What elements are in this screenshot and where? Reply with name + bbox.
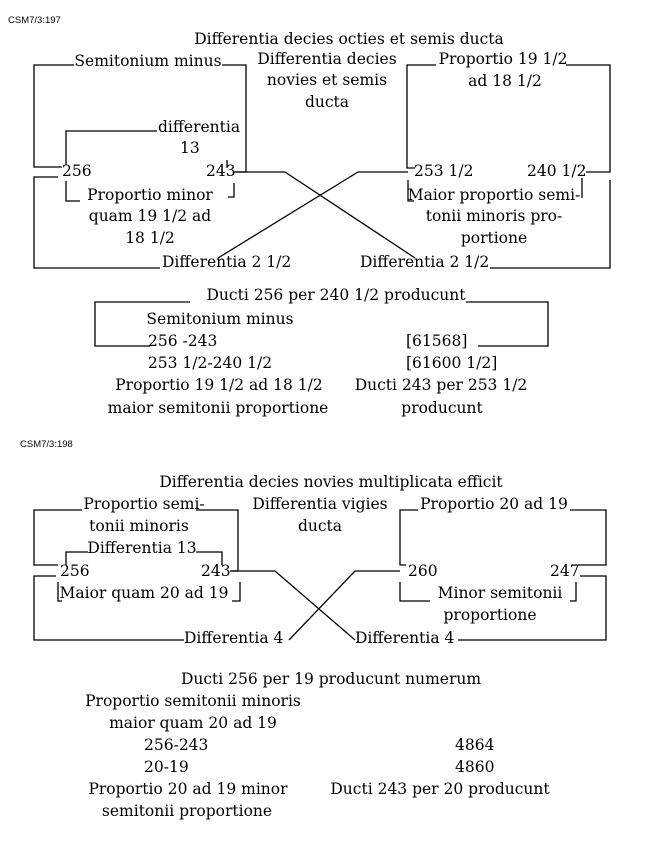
- bottom-left-difference: Differentia 4: [184, 629, 283, 647]
- bottom-right-difference: Differentia 4: [355, 629, 454, 647]
- figure-2-reference: CSM7/3:198: [20, 439, 73, 450]
- figure-1-reference: CSM7/3:197: [8, 15, 61, 26]
- right-inner-line-3: portione: [461, 229, 527, 247]
- left-outer-bracket: [33, 64, 74, 168]
- left-inner-bracket-right: [232, 582, 241, 602]
- left-bottom-bracket: [33, 176, 160, 269]
- right-inner-line-1: Maior proportio semi-: [408, 186, 581, 204]
- number-240-half: 240 1/2: [527, 162, 586, 180]
- right-inner-bracket-right: [570, 582, 577, 602]
- left-difference-bracket: [65, 130, 157, 165]
- calc-row-4-left: semitonii proportione: [102, 802, 272, 820]
- calc-subtitle-line-2: maior quam 20 ad 19: [109, 714, 277, 732]
- center-label-line-2: novies et semis: [267, 71, 387, 89]
- right-inner-line-2: proportione: [444, 606, 537, 624]
- cross-line-260-to-left: [288, 570, 400, 641]
- cross-line-243-to-right: [236, 171, 416, 259]
- calc-row-4-right: producunt: [401, 399, 483, 417]
- center-label-line-1: Differentia vigies: [252, 495, 387, 513]
- calc-row-3-left: Proportio 20 ad 19 minor: [88, 780, 288, 798]
- right-inner-bracket: [407, 180, 414, 202]
- calc-row-4-left: maior semitonii proportione: [108, 399, 329, 417]
- number-256: 256: [62, 162, 92, 180]
- calc-row-1-left: 256-243: [144, 736, 208, 754]
- calc-bracket-right: [466, 301, 549, 347]
- figure-1-title: Differentia decies octies et semis ducta: [194, 30, 504, 48]
- left-inner-bracket: [65, 181, 80, 202]
- right-outer-bracket: [406, 64, 436, 169]
- figure-2-title: Differentia decies novies multiplicata e…: [159, 473, 503, 491]
- calc-subtitle-line-1: Proportio semitonii minoris: [85, 692, 301, 710]
- number-247: 247: [550, 562, 580, 580]
- calc-row-3-right: Ducti 243 per 253 1/2: [355, 376, 528, 394]
- right-outer-bracket-right: [566, 64, 611, 173]
- left-inner-bracket-right: [228, 183, 235, 198]
- left-inner-line-2: quam 19 1/2 ad: [89, 207, 212, 225]
- number-260: 260: [408, 562, 438, 580]
- left-inner-line-1: Proportio minor: [87, 186, 213, 204]
- number-256: 256: [60, 562, 90, 580]
- calc-row-1-right: 4864: [455, 736, 495, 754]
- bottom-left-difference: Differentia 2 1/2: [162, 253, 291, 271]
- number-243: 243: [201, 562, 231, 580]
- left-top-label: Semitonium minus: [74, 52, 221, 70]
- right-bottom-bracket: [458, 575, 607, 641]
- bottom-right-difference: Differentia 2 1/2: [360, 253, 489, 271]
- left-inner-line-3: 18 1/2: [125, 229, 175, 247]
- calc-row-2-right: 4860: [455, 758, 494, 776]
- calc-row-2-left: 20-19: [144, 758, 189, 776]
- center-label-line-2: ducta: [298, 517, 342, 535]
- center-label-line-3: ducta: [305, 93, 349, 111]
- right-outer-bracket-right: [570, 509, 607, 566]
- calc-row-2-right: [61600 1/2]: [406, 354, 497, 372]
- right-top-line-2: ad 18 1/2: [468, 72, 542, 90]
- left-top-line-1: Proportio semi-: [83, 495, 204, 513]
- right-inner-line-2: tonii minoris pro-: [426, 207, 563, 225]
- left-inner-label: Maior quam 20 ad 19: [60, 584, 229, 602]
- right-bottom-bracket: [490, 180, 611, 269]
- left-bottom-bracket: [33, 575, 184, 641]
- number-243: 243: [206, 162, 236, 180]
- left-top-line-2: tonii minoris: [89, 517, 189, 535]
- right-outer-bracket: [399, 509, 418, 566]
- right-top-label: Proportio 20 ad 19: [420, 495, 568, 513]
- left-difference-label: Differentia 13: [87, 539, 196, 557]
- calc-title: Ducti 256 per 19 producunt numerum: [181, 670, 481, 688]
- right-top-line-1: Proportio 19 1/2: [439, 50, 568, 68]
- right-inner-bracket: [399, 582, 430, 602]
- calc-bracket-left: [94, 301, 190, 347]
- figure-2: CSM7/3:198 Differentia decies novies mul…: [20, 439, 607, 820]
- cross-line-253-to-left: [217, 171, 408, 259]
- left-inner-bracket: [57, 582, 62, 602]
- number-253-half: 253 1/2: [414, 162, 473, 180]
- left-outer-bracket: [33, 509, 82, 566]
- cross-line-243-to-right: [231, 570, 356, 641]
- calc-row-3-left: Proportio 19 1/2 ad 18 1/2: [115, 376, 323, 394]
- calc-row-2-left: 253 1/2-240 1/2: [148, 354, 272, 372]
- left-difference-bracket: [65, 551, 88, 565]
- calc-row-1-left: 256 -243: [148, 332, 217, 350]
- calc-row-3-right: Ducti 243 per 20 producunt: [330, 780, 550, 798]
- left-difference-label: differentia: [158, 118, 240, 136]
- calc-title: Ducti 256 per 240 1/2 producunt: [207, 286, 467, 304]
- calc-subtitle: Semitonium minus: [146, 310, 293, 328]
- left-difference-bracket-right: [196, 551, 223, 565]
- left-difference-value: 13: [180, 139, 200, 157]
- center-label-line-1: Differentia decies: [257, 50, 396, 68]
- right-inner-line-1: Minor semitonii: [438, 584, 563, 602]
- figure-1: CSM7/3:197 Differentia decies octies et …: [8, 15, 611, 417]
- calc-row-1-right: [61568]: [406, 332, 467, 350]
